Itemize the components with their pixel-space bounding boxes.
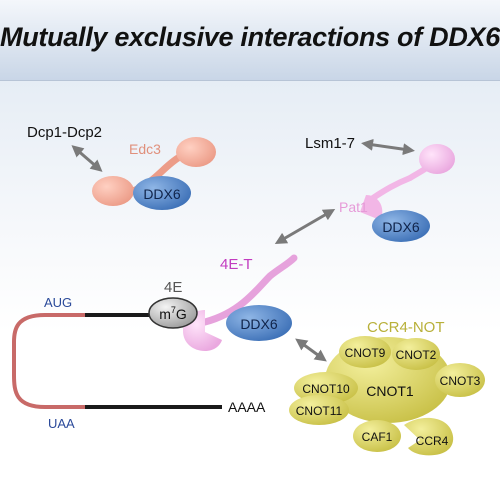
ddx6-protein-4et	[226, 305, 292, 341]
cnot2-label: CNOT2	[396, 348, 437, 362]
edc3-label: Edc3	[129, 141, 161, 157]
ddx6-label-4et: DDX6	[240, 316, 278, 332]
edc3-c-domain	[176, 137, 216, 167]
ccr4-subunit	[404, 417, 454, 456]
cap-m7g	[148, 297, 198, 329]
dcp1-dcp2-label: Dcp1-Dcp2	[27, 124, 102, 141]
caf1-subunit	[353, 420, 401, 452]
mrna-utr-loop	[12, 313, 85, 409]
cnot9-label: CNOT9	[345, 346, 386, 360]
cnot10-label: CNOT10	[302, 382, 350, 396]
arrow-lsm-pat1	[361, 138, 415, 156]
4e-t-linker	[201, 254, 298, 326]
arrow-4et-ccr4-not	[295, 338, 327, 362]
arrow-dcp-edc3	[71, 145, 103, 172]
4e-label: 4E	[164, 279, 182, 296]
cnot11-label: CNOT11	[296, 404, 343, 418]
ccr4-not-label: CCR4-NOT	[367, 319, 445, 336]
uaa-label: UAA	[48, 416, 75, 431]
ddx6-protein-edc3	[133, 176, 191, 210]
ccr4-not-complex: CCR4-NOT CNOT9 CNOT2 CNOT3 CNOT10 CNOT11…	[289, 319, 485, 456]
pat1-ddx6-complex: DDX6 Pat1	[339, 144, 455, 242]
edc3-ddx6-complex: DDX6 Edc3	[92, 137, 216, 210]
cnot11-subunit	[289, 395, 349, 425]
cnot1-label: CNOT1	[366, 383, 414, 399]
cap-label: m7G	[159, 305, 187, 322]
aug-label: AUG	[44, 295, 72, 310]
pat1-lower-lobe	[360, 195, 383, 220]
poly-a-tail-label: AAAA	[228, 399, 266, 415]
cnot2-subunit	[392, 338, 440, 370]
caf1-label: CAF1	[362, 430, 393, 444]
mrna: AUG UAA AAAA	[12, 295, 266, 431]
edc3-n-domain	[92, 176, 134, 206]
cnot3-subunit	[435, 363, 485, 397]
lsm1-7-label: Lsm1-7	[305, 135, 355, 152]
4e-t-label: 4E-T	[220, 256, 253, 273]
ccr4-label: CCR4	[416, 434, 449, 448]
cnot9-subunit	[339, 336, 391, 368]
figure-title: Mutually exclusive interactions of DDX6	[0, 22, 500, 52]
title-banner	[0, 0, 500, 81]
ddx6-label-edc3: DDX6	[143, 186, 181, 202]
pat1-c-domain	[419, 144, 455, 174]
4et-ddx6-complex: m7G 4E DDX6 4E-T	[148, 254, 298, 351]
arrow-4et-pat1	[274, 208, 336, 245]
ddx6-label-pat1: DDX6	[382, 219, 420, 235]
ddx6-protein-pat1	[372, 210, 430, 242]
cnot3-label: CNOT3	[440, 374, 481, 388]
pat1-label: Pat1	[339, 199, 368, 215]
